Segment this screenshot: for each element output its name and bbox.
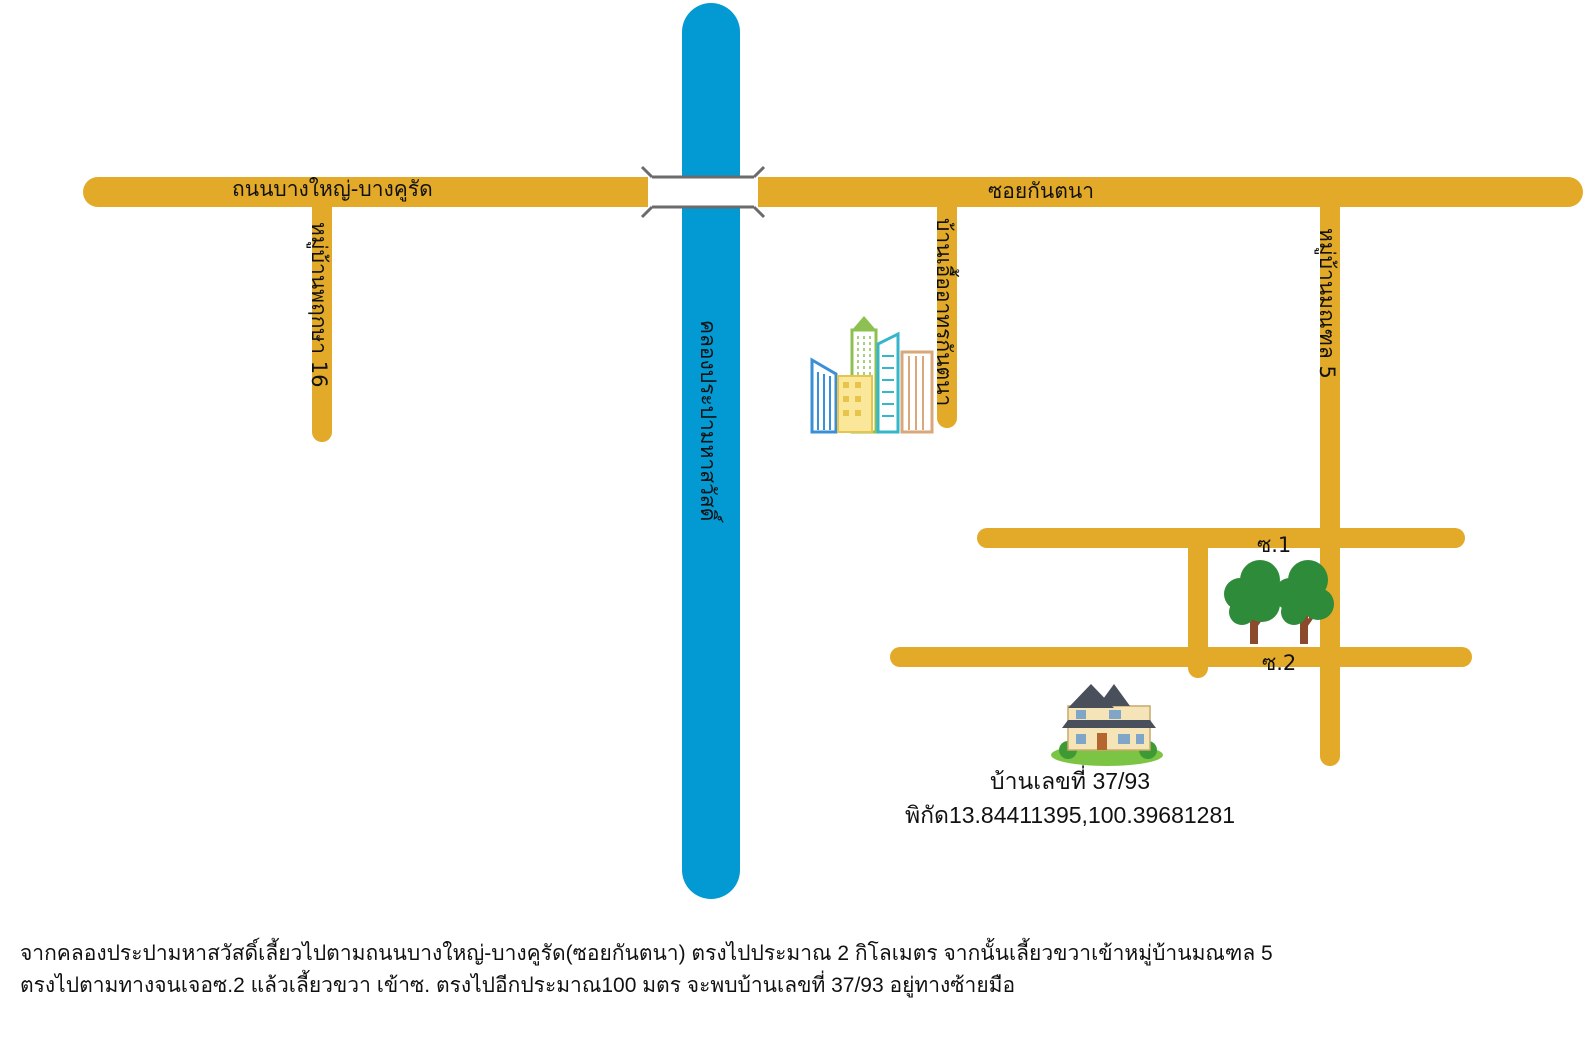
bridge-icon [640, 165, 766, 219]
house-icon [1051, 684, 1163, 766]
tree-icon [1224, 560, 1334, 644]
directions-line-2: ตรงไปตามทางจนเจอซ.2 แล้วเลี้ยวขวา เข้าซ.… [20, 974, 1016, 997]
soi-1-label: ซ.1 [1257, 533, 1291, 557]
directions-line-1: จากคลองประปามหาสวัสดิ์เลี้ยวไปตามถนนบางใ… [20, 942, 1273, 965]
village-16-label: หมู่บ้านพฤกษา 16 [306, 222, 331, 387]
main-road-west-label: ถนนบางใหญ่-บางคูรัด [232, 177, 433, 202]
map-canvas: ถนนบางใหญ่-บางคูรัด ซอยกันตนา หมู่บ้านพฤ… [83, 3, 1583, 899]
village-bothong-label: บ้านเอื้ออาทรกันตนา [932, 218, 959, 406]
destination-coordinates: พิกัด13.84411395,100.39681281 [904, 802, 1236, 828]
city-buildings-icon [810, 316, 934, 434]
soi-2-label: ซ.2 [1262, 651, 1296, 675]
directions-text: จากคลองประปามหาสวัสดิ์เลี้ยวไปตามถนนบางใ… [20, 938, 1560, 1002]
village-monthon-label: หมู่บ้านมณฑล 5 [1314, 228, 1339, 379]
destination-house-number: บ้านเลขที่ 37/93 [989, 768, 1151, 794]
canal-label: คลองประปามหาสวัสดิ์ [696, 320, 724, 524]
main-road-east-label: ซอยกันตนา [988, 179, 1094, 203]
